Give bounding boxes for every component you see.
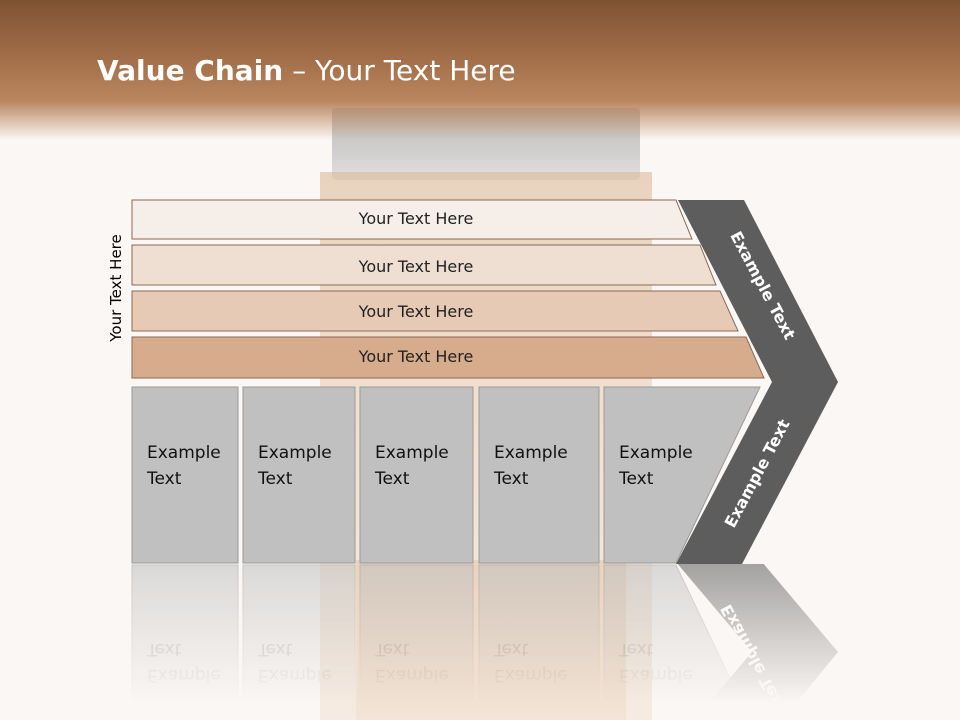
primary-activity-box	[359, 386, 474, 564]
reflection-activity-box	[131, 564, 239, 720]
support-row	[131, 244, 717, 286]
primary-activity-box	[478, 386, 600, 564]
support-row	[131, 290, 739, 332]
reflection-activity-box	[359, 564, 474, 720]
primary-activity-line1: Example	[619, 443, 693, 463]
primary-activity-line2: Text	[257, 469, 293, 489]
support-row-label: Your Text Here	[358, 302, 474, 321]
header-band	[0, 0, 960, 140]
support-row-label: Your Text Here	[358, 209, 474, 228]
support-activities: Your Text Here Your Text Here Your Text …	[131, 199, 765, 379]
reflection-activity-line1: Example	[375, 665, 449, 685]
primary-activity-line2: Text	[374, 469, 410, 489]
primary-activity-line2: Text	[146, 469, 182, 489]
primary-activity-box	[603, 386, 761, 564]
primary-activity-box	[131, 386, 239, 564]
primary-activity-line2: Text	[493, 469, 529, 489]
primary-activity-line2: Text	[618, 469, 654, 489]
primary-activity-line1: Example	[494, 443, 568, 463]
reflection-activity-line2: Text	[257, 639, 293, 659]
primary-activity-line1: Example	[147, 443, 221, 463]
reflection-activity-line2: Text	[374, 639, 410, 659]
reflection-activity-line1: Example	[147, 665, 221, 685]
reflection-activity-box	[478, 564, 600, 720]
reflection-activity-line1: Example	[494, 665, 568, 685]
reflection-activity-line2: Text	[146, 639, 182, 659]
support-row-label: Your Text Here	[358, 347, 474, 366]
reflection-activity-box	[603, 564, 751, 720]
reflection-activity-line1: Example	[619, 665, 693, 685]
reflection-activity-box	[242, 564, 356, 720]
support-row	[131, 199, 693, 240]
margin-arrow-upper	[678, 200, 838, 382]
primary-activity-box	[242, 386, 356, 564]
support-row	[131, 336, 765, 379]
reflection-activity-line1: Example	[258, 665, 332, 685]
reflection-activity-line2: Text	[493, 639, 529, 659]
primary-activity-line1: Example	[258, 443, 332, 463]
title-bold: Value Chain	[97, 54, 284, 87]
title-rest: – Your Text Here	[283, 54, 516, 87]
reflection-activity-line2: Text	[618, 639, 654, 659]
support-row-label: Your Text Here	[358, 257, 474, 276]
primary-activity-line1: Example	[375, 443, 449, 463]
slide-title: Value Chain – Your Text Here	[97, 54, 516, 87]
margin-arrow-lower	[676, 382, 838, 564]
